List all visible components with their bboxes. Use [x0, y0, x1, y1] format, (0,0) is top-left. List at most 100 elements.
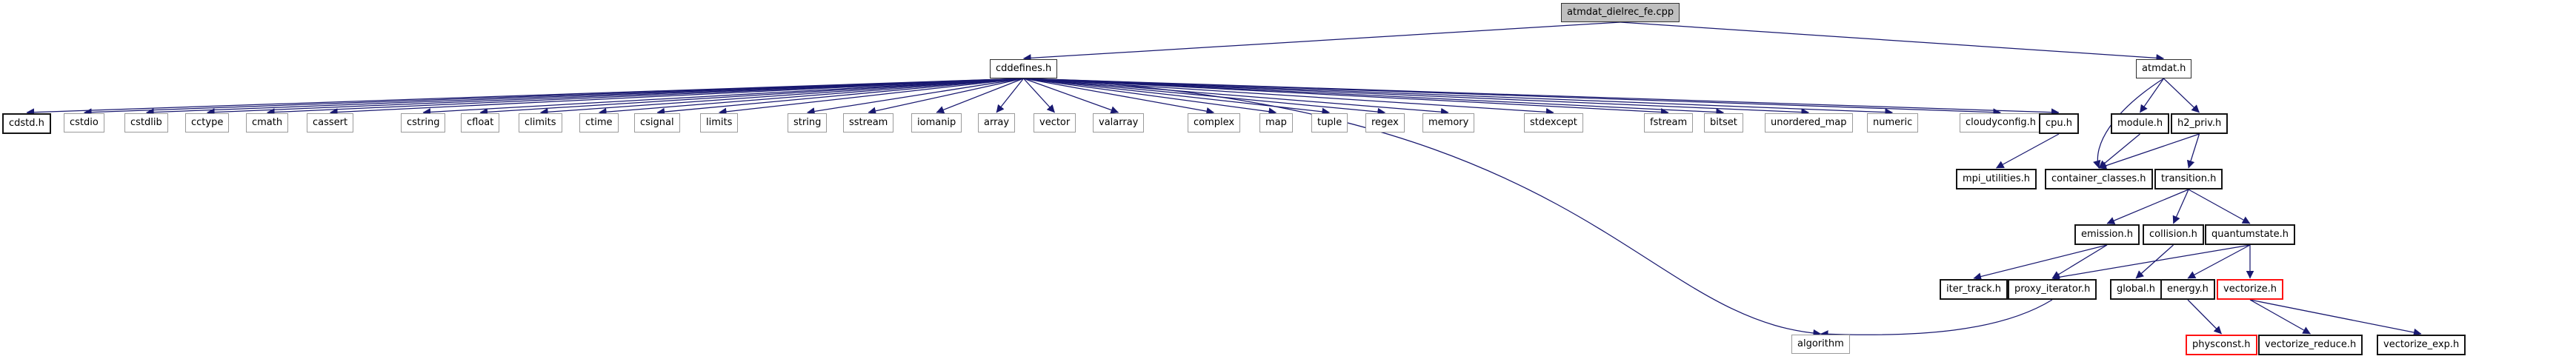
edge-vectorize-to-vectorize_exp: [2249, 299, 2422, 337]
graph-node-complex[interactable]: complex: [1188, 113, 1241, 132]
graph-node-global[interactable]: global.h: [2110, 279, 2163, 300]
graph-node-csignal[interactable]: csignal: [634, 113, 680, 132]
graph-node-proxy_iterator[interactable]: proxy_iterator.h: [2008, 279, 2097, 300]
graph-node-climits[interactable]: climits: [519, 113, 562, 132]
edge-cddefines-to-cstdio: [83, 78, 1024, 116]
edge-cddefines-to-cpu: [1023, 78, 2060, 116]
graph-node-cfloat[interactable]: cfloat: [461, 113, 500, 132]
edge-h2_priv-to-transition: [2186, 133, 2200, 169]
edge-cddefines-to-fstream: [1023, 78, 1669, 116]
edge-main-to-cddefines: [1022, 21, 1621, 62]
edge-cddefines-to-numeric: [1023, 78, 1894, 116]
graph-node-cstring[interactable]: cstring: [401, 113, 446, 132]
edge-cddefines-to-complex: [1023, 78, 1215, 115]
edge-quantumstate-to-energy: [2187, 244, 2251, 279]
graph-node-physconst[interactable]: physconst.h: [2186, 335, 2257, 355]
graph-node-string[interactable]: string: [788, 113, 828, 132]
graph-node-valarray[interactable]: valarray: [1093, 113, 1145, 132]
edge-module-to-container_classes: [2098, 133, 2140, 169]
graph-node-module[interactable]: module.h: [2111, 113, 2170, 134]
edge-cddefines-to-iomanip: [936, 78, 1024, 114]
edge-energy-to-physconst: [2187, 299, 2222, 335]
graph-node-unordered_map[interactable]: unordered_map: [1765, 113, 1853, 132]
graph-node-cctype[interactable]: cctype: [185, 113, 230, 132]
edge-cddefines-to-csignal: [656, 78, 1024, 116]
edge-cddefines-to-map: [1023, 78, 1277, 115]
graph-node-numeric[interactable]: numeric: [1867, 113, 1919, 132]
edge-main-to-atmdat: [1620, 21, 2165, 62]
graph-node-bitset[interactable]: bitset: [1704, 113, 1743, 132]
edge-cddefines-to-bitset: [1023, 78, 1725, 116]
graph-node-energy[interactable]: energy.h: [2160, 279, 2215, 300]
graph-node-vectorize_exp[interactable]: vectorize_exp.h: [2377, 335, 2466, 355]
edge-cddefines-to-cdstd: [26, 78, 1024, 116]
graph-node-cdstd[interactable]: cdstd.h: [2, 113, 51, 134]
graph-node-transition[interactable]: transition.h: [2154, 169, 2223, 189]
graph-node-stdexcept[interactable]: stdexcept: [1524, 113, 1583, 132]
graph-node-collision[interactable]: collision.h: [2143, 224, 2204, 245]
edge-cddefines-to-cassert: [329, 78, 1024, 116]
edge-cddefines-to-cstring: [422, 78, 1024, 116]
edge-cddefines-to-ctime: [598, 78, 1024, 116]
graph-node-mpi_utilities[interactable]: mpi_utilities.h: [1956, 169, 2037, 189]
edge-cddefines-to-tuple: [1023, 78, 1331, 116]
edge-cddefines-to-valarray: [1023, 78, 1119, 114]
graph-node-vectorize[interactable]: vectorize.h: [2217, 279, 2284, 300]
edge-cddefines-to-cstdlib: [145, 78, 1024, 116]
edge-collision-to-global: [2135, 244, 2174, 279]
graph-node-vector[interactable]: vector: [1034, 113, 1076, 132]
graph-node-fstream[interactable]: fstream: [1644, 113, 1694, 132]
edge-cddefines-to-stdexcept: [1023, 78, 1554, 116]
graph-node-main[interactable]: atmdat_dielrec_fe.cpp: [1561, 3, 1680, 22]
edge-transition-to-quantumstate: [2188, 189, 2251, 224]
graph-node-h2_priv[interactable]: h2_priv.h: [2171, 113, 2229, 134]
edge-emission-to-proxy_iterator: [2051, 244, 2108, 279]
edge-atmdat-to-h2_priv: [2163, 78, 2200, 113]
graph-node-cstdio[interactable]: cstdio: [64, 113, 104, 132]
edge-emission-to-iter_track: [1973, 244, 2108, 281]
graph-node-quantumstate[interactable]: quantumstate.h: [2205, 224, 2295, 245]
edge-atmdat-to-module: [2139, 78, 2165, 113]
edge-proxy_iterator-to-algorithm: [1820, 299, 2053, 338]
graph-node-tuple[interactable]: tuple: [1311, 113, 1348, 132]
edge-cddefines-to-climits: [539, 78, 1024, 116]
graph-node-memory[interactable]: memory: [1422, 113, 1475, 132]
edge-transition-to-collision: [2172, 189, 2189, 224]
graph-node-cloudyconfig[interactable]: cloudyconfig.h: [1960, 113, 2043, 132]
graph-node-cstdlib[interactable]: cstdlib: [124, 113, 168, 132]
edge-cpu-to-mpi_utilities: [1996, 133, 2060, 169]
edge-cddefines-to-cloudyconfig: [1023, 78, 2002, 116]
edge-cddefines-to-cfloat: [479, 78, 1024, 116]
edge-cddefines-to-sstream: [868, 78, 1024, 115]
graph-node-iomanip[interactable]: iomanip: [911, 113, 962, 132]
graph-node-container_classes[interactable]: container_classes.h: [2045, 169, 2153, 189]
graph-node-cpu[interactable]: cpu.h: [2039, 113, 2080, 134]
graph-node-limits[interactable]: limits: [700, 113, 739, 132]
graph-node-vectorize_reduce[interactable]: vectorize_reduce.h: [2258, 335, 2363, 355]
edge-cddefines-to-memory: [1023, 78, 1449, 116]
edge-quantumstate-to-proxy_iterator: [2051, 244, 2251, 281]
graph-node-array[interactable]: array: [978, 113, 1016, 132]
graph-node-iter_track[interactable]: iter_track.h: [1940, 279, 2008, 300]
edge-cddefines-to-vector: [1023, 78, 1055, 113]
graph-node-algorithm[interactable]: algorithm: [1791, 335, 1850, 354]
graph-node-sstream[interactable]: sstream: [843, 113, 894, 132]
edge-transition-to-emission: [2106, 189, 2189, 225]
graph-node-cassert[interactable]: cassert: [307, 113, 354, 132]
edge-h2_priv-to-container_classes: [2098, 133, 2200, 170]
graph-node-ctime[interactable]: ctime: [579, 113, 619, 132]
edge-cddefines-to-unordered_map: [1023, 78, 1810, 116]
graph-node-map[interactable]: map: [1259, 113, 1293, 132]
graph-node-emission[interactable]: emission.h: [2074, 224, 2140, 245]
graph-node-atmdat[interactable]: atmdat.h: [2136, 59, 2192, 78]
graph-node-cmath[interactable]: cmath: [246, 113, 289, 132]
graph-node-regex[interactable]: regex: [1365, 113, 1405, 132]
edge-cddefines-to-string: [806, 78, 1024, 115]
edge-cddefines-to-cctype: [206, 78, 1024, 116]
edge-cddefines-to-regex: [1023, 78, 1386, 116]
graph-node-cddefines[interactable]: cddefines.h: [990, 59, 1058, 78]
edge-cddefines-to-cmath: [266, 78, 1024, 116]
edge-cddefines-to-array: [996, 78, 1024, 113]
edge-vectorize-to-vectorize_reduce: [2249, 299, 2311, 335]
